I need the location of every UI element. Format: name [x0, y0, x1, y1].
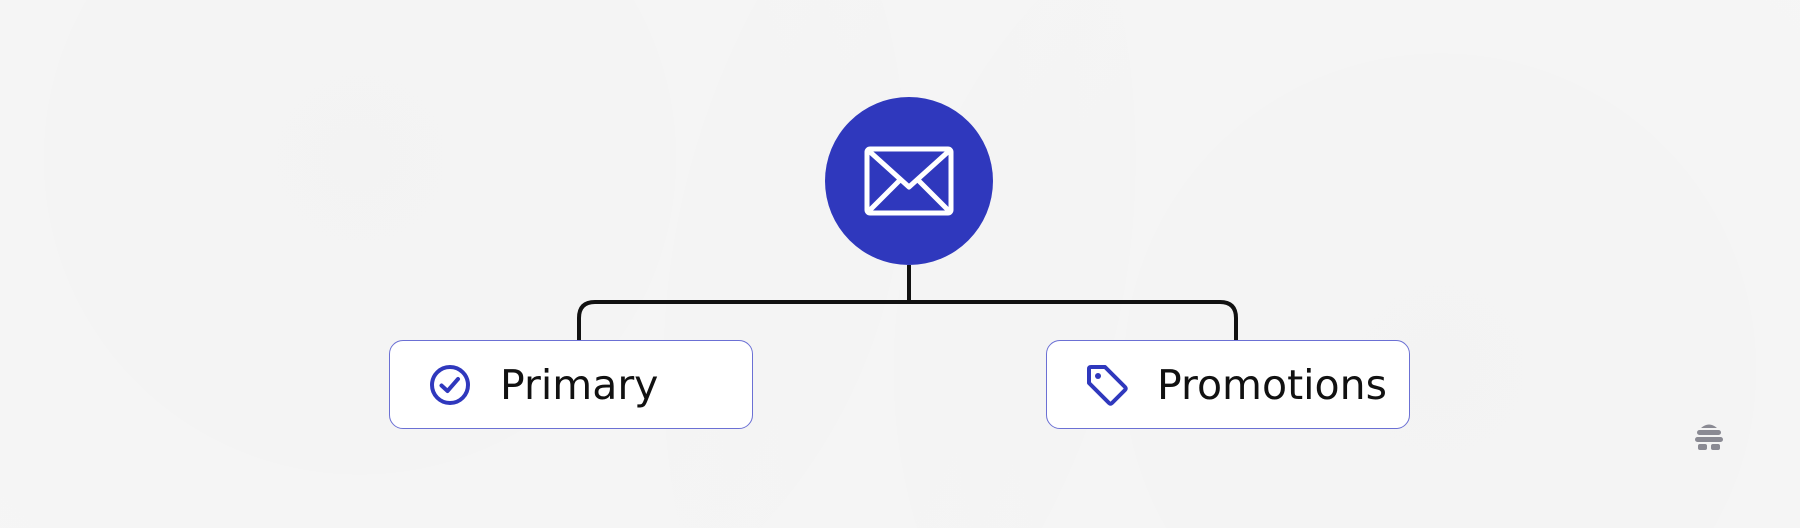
envelope-icon — [864, 146, 954, 216]
check-circle-icon — [428, 363, 472, 407]
connector-branches — [577, 300, 1238, 340]
tag-icon — [1085, 363, 1129, 407]
hive-logo-icon — [1695, 424, 1723, 450]
category-label-promotions: Promotions — [1157, 360, 1387, 409]
category-card-primary: Primary — [389, 340, 753, 429]
root-node-email — [825, 97, 993, 265]
category-card-promotions: Promotions — [1046, 340, 1410, 429]
category-label-primary: Primary — [500, 360, 659, 409]
